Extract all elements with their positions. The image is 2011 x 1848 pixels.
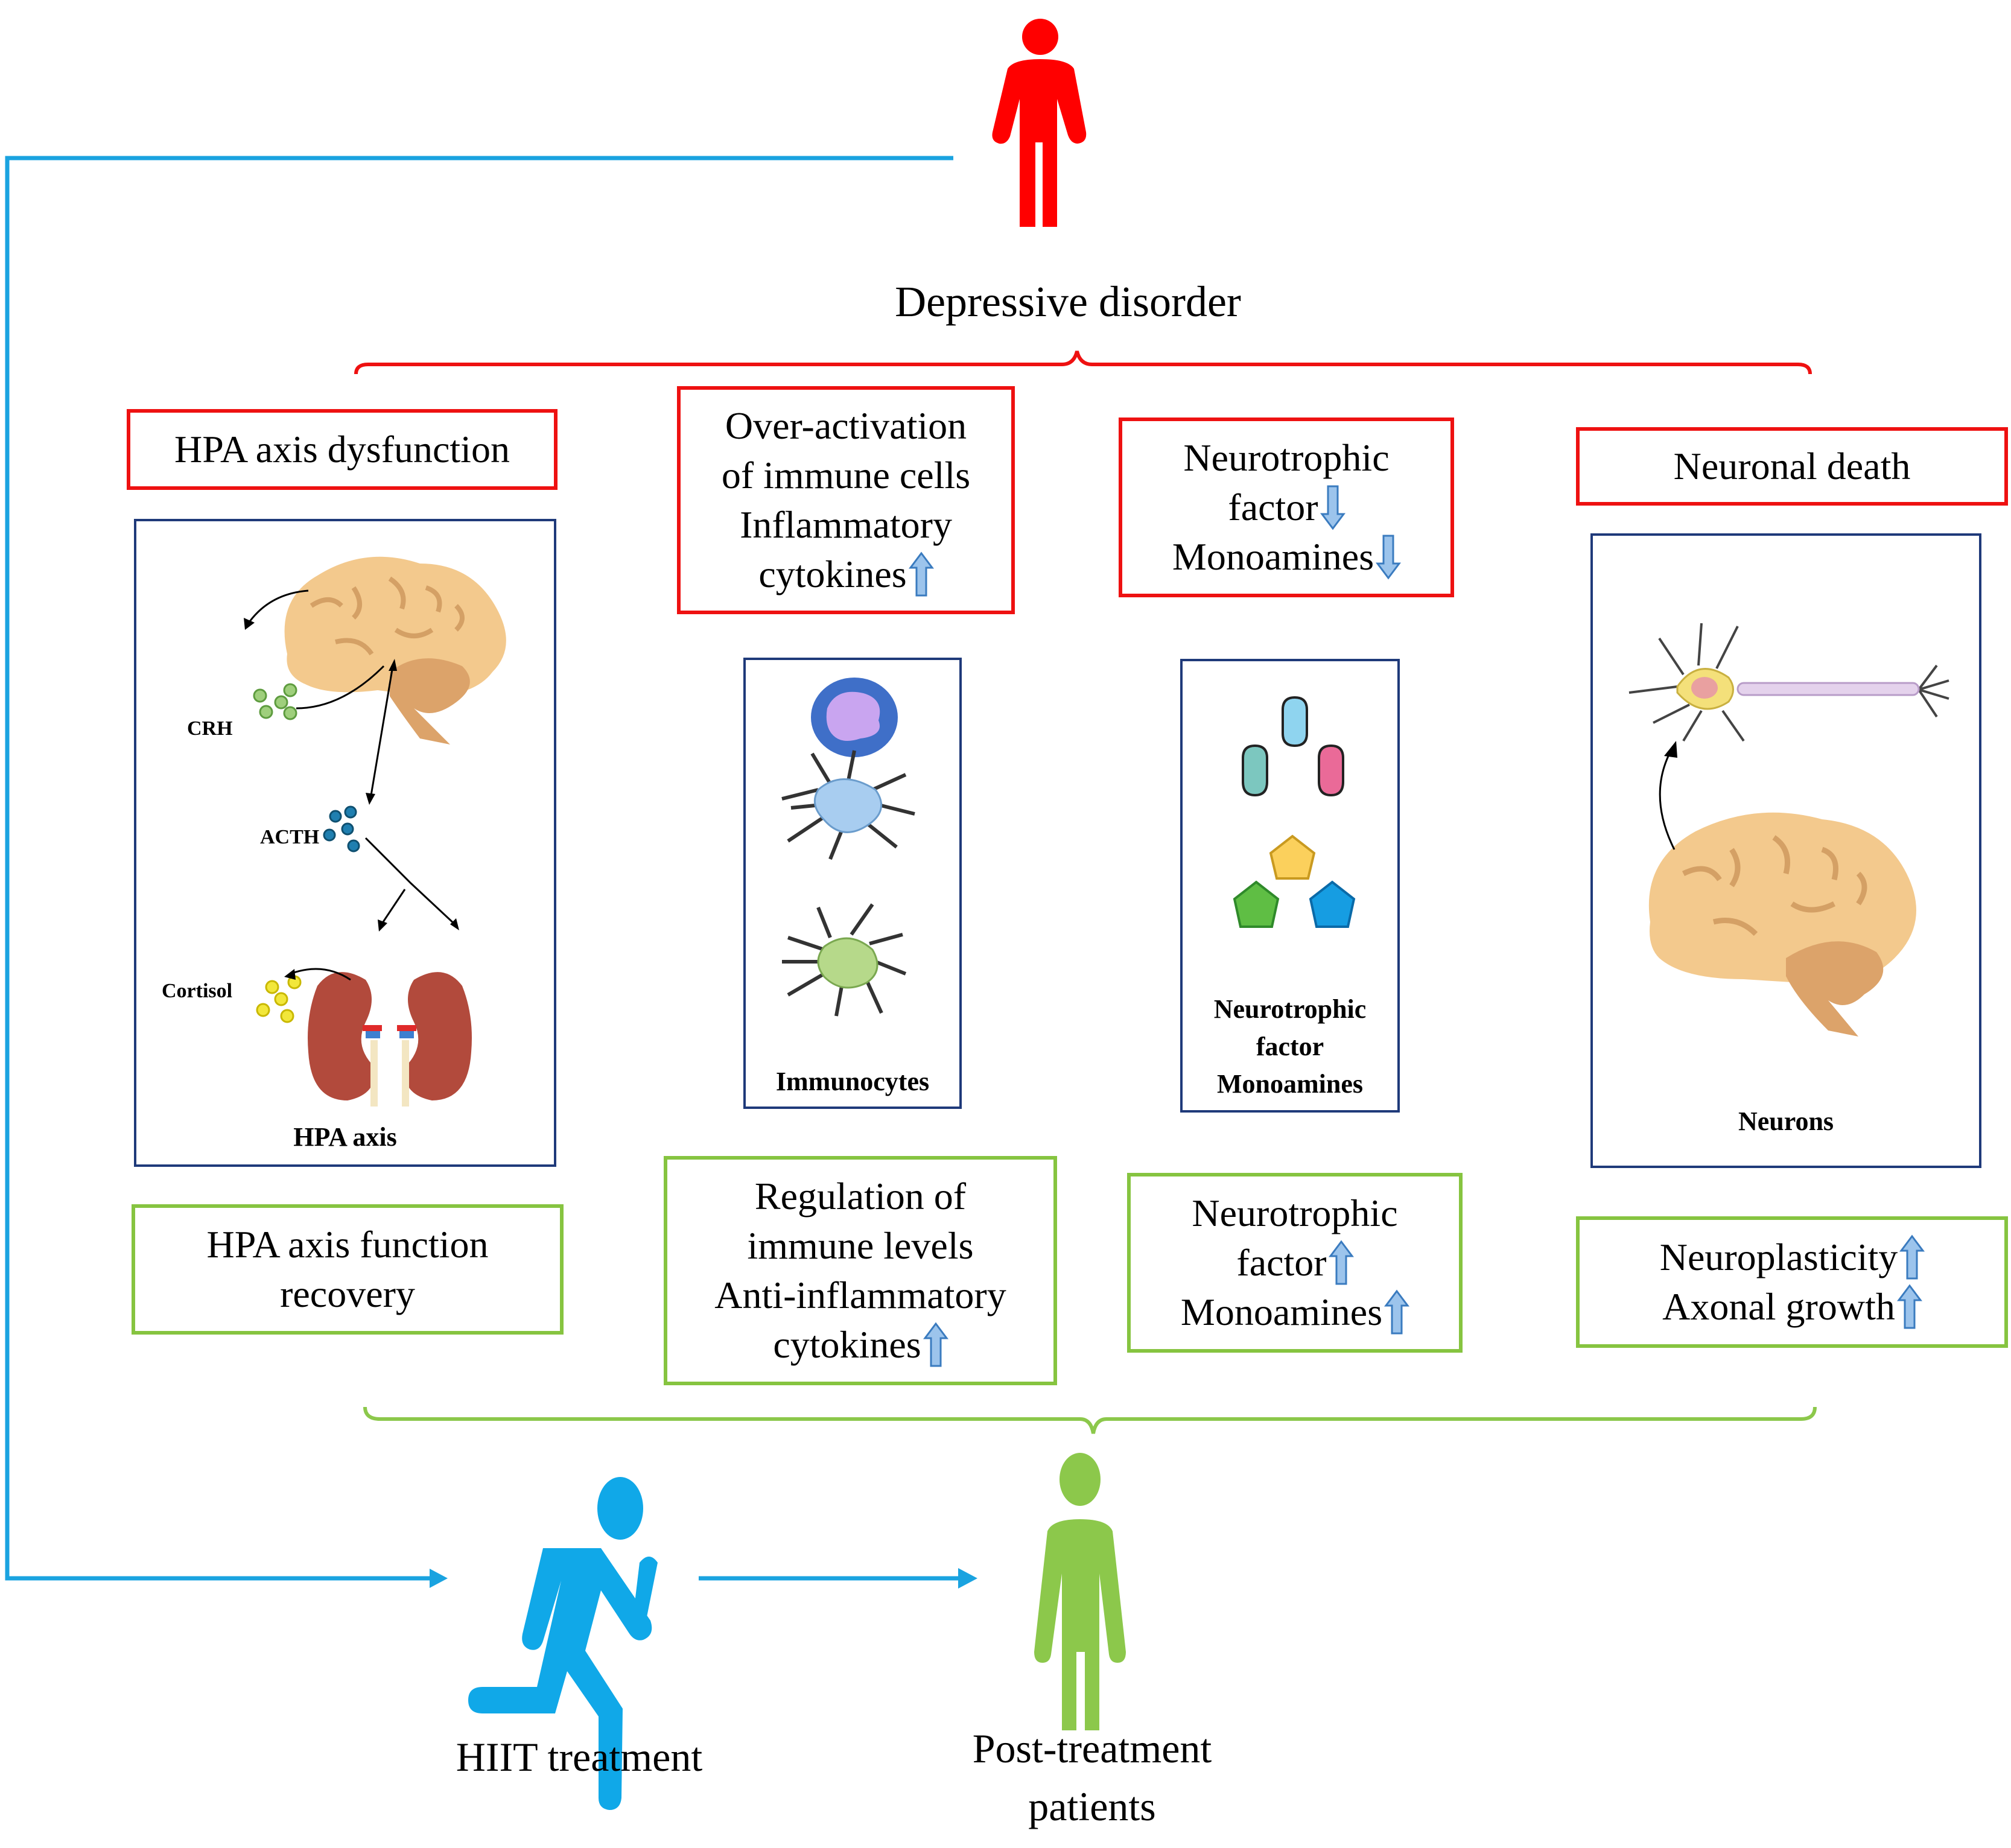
problem-box-hpa: HPA axis dysfunction: [127, 409, 558, 490]
panel-caption-line: Monoamines: [1217, 1069, 1363, 1099]
arrow-up-icon: [1384, 1289, 1410, 1335]
arrow-up-icon: [923, 1322, 948, 1367]
diagnosis-title: Depressive disorder: [895, 278, 1241, 326]
kidneys-icon: [308, 972, 472, 1107]
panel-immunocytes: Immunocytes: [743, 658, 962, 1109]
monoamine-pentagon-green-icon: [1233, 880, 1280, 928]
problem-line: of immune cells: [721, 454, 971, 497]
panel-caption: Immunocytes: [775, 1067, 930, 1096]
hpa-illustration: [244, 556, 506, 1107]
problem-line: Neurotrophic: [1183, 436, 1390, 479]
arrow-up-icon: [908, 551, 934, 597]
outcome-line: Regulation of: [754, 1175, 967, 1218]
molecules-illustration: [1233, 696, 1356, 928]
panel-caption-line: factor: [1256, 1032, 1324, 1061]
green-brace: [363, 1406, 1817, 1434]
outcome-line: Anti-inflammatory: [714, 1274, 1006, 1316]
panel-neurotrophic-monoamines: Neurotrophic factor Monoamines: [1180, 659, 1400, 1113]
arrow-down-icon: [1376, 535, 1402, 580]
problem-line: Inflammatory: [740, 503, 952, 546]
panel-caption: HPA axis: [293, 1122, 397, 1152]
acth-label: ACTH: [260, 826, 320, 848]
outcome-line: Axonal growth: [1662, 1285, 1895, 1328]
brain-icon: [1648, 812, 1916, 1037]
outcome-line: HPA axis function: [206, 1223, 489, 1266]
arrow-up-icon: [1899, 1234, 1925, 1280]
arrow-down-icon: [1320, 485, 1345, 530]
problem-line: Neuronal death: [1673, 445, 1911, 487]
recovered-patient-icon: [1034, 1453, 1126, 1730]
problem-line: HPA axis dysfunction: [174, 428, 510, 471]
outcome-line: Neurotrophic: [1192, 1192, 1398, 1234]
immunocytes-illustration: [781, 678, 915, 1017]
outcome-line: factor: [1236, 1241, 1327, 1284]
neurons-illustration: [1628, 623, 1949, 1037]
runner-icon: [468, 1477, 658, 1810]
result-label-line: patients: [1028, 1783, 1156, 1829]
treatment-label: HIIT treatment: [456, 1734, 703, 1780]
flow-arrowhead-to-hiit: [430, 1569, 448, 1588]
neurotrophic-molecule-blue-icon: [1282, 696, 1308, 748]
arrow-up-icon: [1328, 1240, 1354, 1285]
panel-caption-line: Neurotrophic: [1213, 994, 1367, 1024]
panel-caption: Neurons: [1738, 1107, 1834, 1136]
monoamine-pentagon-blue-icon: [1309, 880, 1356, 928]
feedback-flow-line: [5, 156, 953, 1581]
problem-line: cytokines: [758, 553, 907, 595]
lymphocyte-icon: [811, 678, 898, 757]
outcome-line: recovery: [280, 1272, 415, 1315]
outcome-box-hpa: HPA axis function recovery: [132, 1204, 564, 1335]
acth-molecules-icon: [323, 805, 360, 853]
result-label-line: Post-treatment: [972, 1726, 1212, 1771]
panel-neurons: Neurons: [1590, 533, 1981, 1168]
outcome-box-neuronal: Neuroplasticity Axonal growth: [1576, 1216, 2008, 1348]
result-label: Post-treatment patients: [905, 1719, 1279, 1835]
outcome-line: Neuroplasticity: [1659, 1236, 1898, 1278]
arrow-up-icon: [1896, 1284, 1922, 1329]
problem-line: factor: [1228, 486, 1318, 529]
red-brace: [354, 351, 1812, 375]
depressed-patient-icon: [992, 19, 1087, 227]
neurotrophic-molecule-pink-icon: [1318, 744, 1344, 797]
crh-label: CRH: [187, 717, 233, 740]
neuron-icon: [1628, 623, 1949, 742]
problem-box-immune: Over-activation of immune cells Inflamma…: [677, 386, 1015, 614]
dendritic-cell-blue-icon: [781, 750, 915, 860]
flow-arrowhead-to-patient: [958, 1568, 977, 1589]
outcome-line: cytokines: [773, 1323, 921, 1366]
outcome-line: Monoamines: [1180, 1291, 1383, 1333]
panel-hpa-axis: CRH ACTH Cortisol HPA axis: [134, 519, 556, 1167]
brain-icon: [284, 556, 506, 745]
problem-line: Monoamines: [1172, 535, 1374, 578]
outcome-box-neurotrophic: Neurotrophic factor Monoamines: [1127, 1173, 1463, 1353]
problem-line: Over-activation: [725, 404, 967, 447]
monoamine-pentagon-yellow-icon: [1269, 834, 1316, 880]
cortisol-molecules-icon: [256, 975, 302, 1023]
outcome-line: immune levels: [747, 1224, 974, 1267]
problem-box-neurotrophic: Neurotrophic factor Monoamines: [1119, 418, 1454, 597]
dendritic-cell-green-icon: [782, 903, 907, 1017]
problem-box-neuronal: Neuronal death: [1576, 427, 2008, 506]
outcome-box-immune: Regulation of immune levels Anti-inflamm…: [664, 1156, 1057, 1385]
panel-caption-lines: Neurotrophic factor Monoamines: [1183, 991, 1397, 1103]
cortisol-label: Cortisol: [162, 980, 233, 1002]
neurotrophic-molecule-teal-icon: [1242, 744, 1268, 797]
crh-molecules-icon: [253, 683, 297, 720]
